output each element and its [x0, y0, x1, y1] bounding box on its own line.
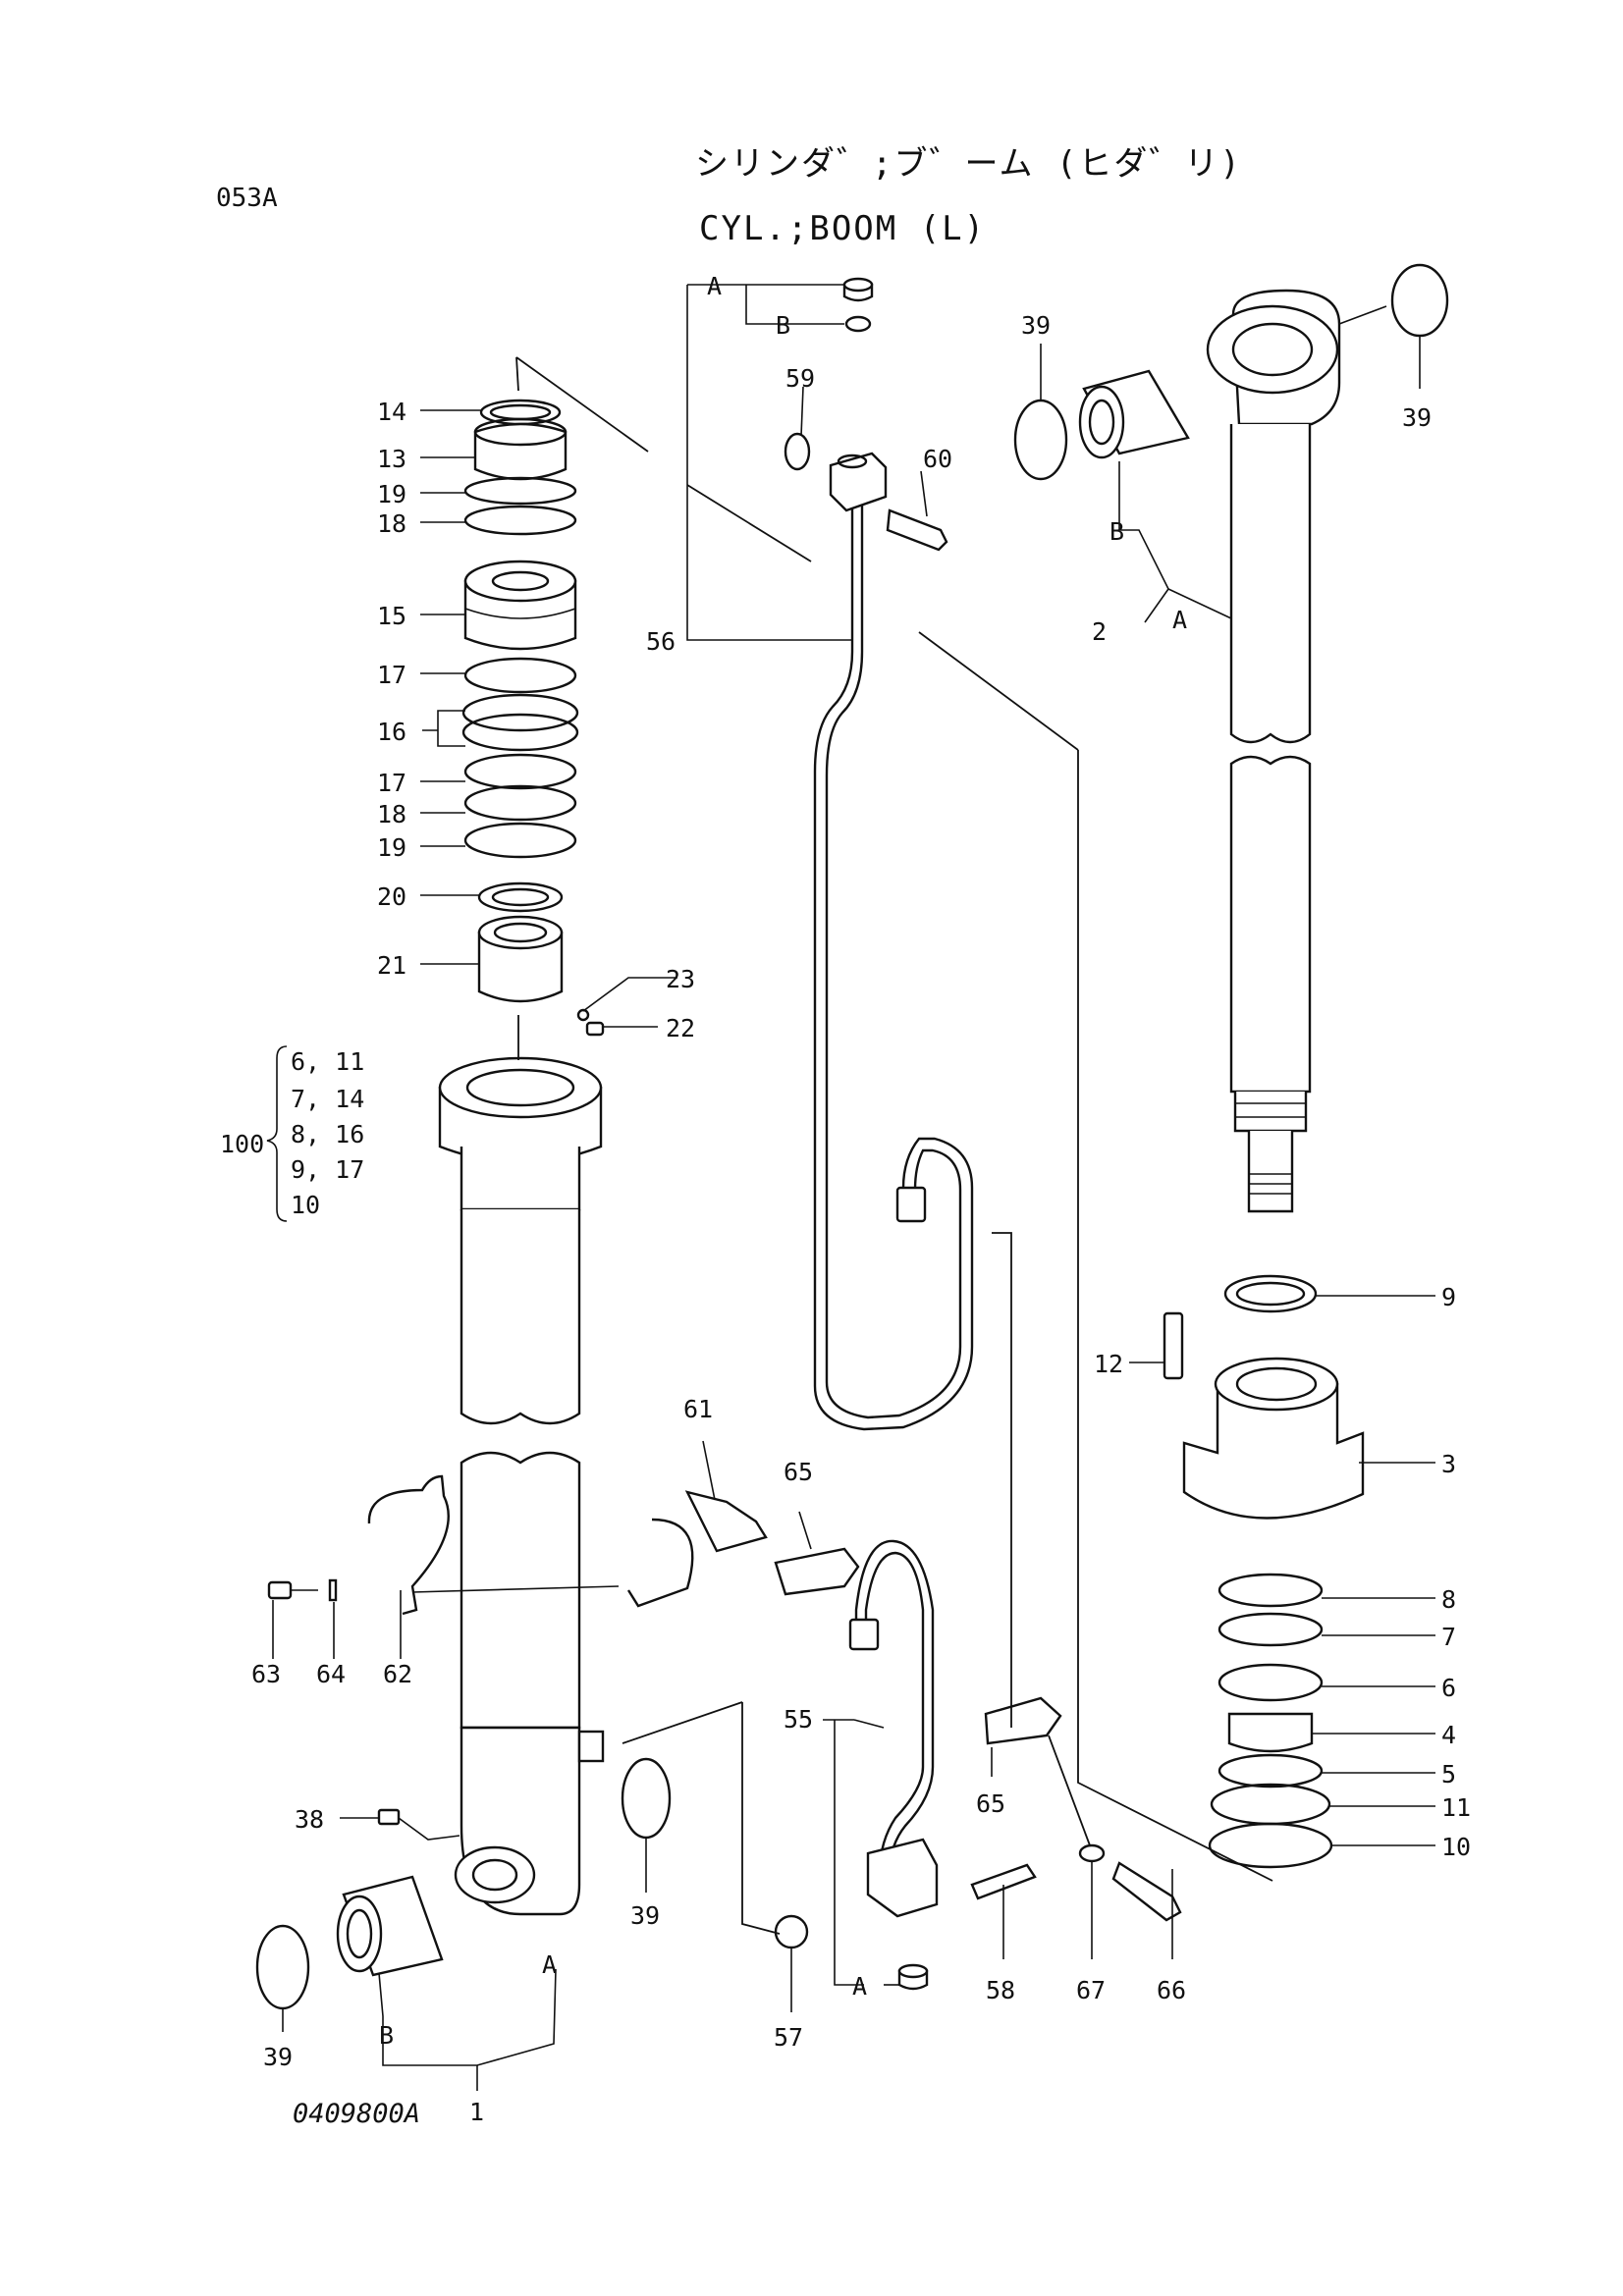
callout-62: 62	[383, 1660, 412, 1688]
callout-64: 64	[316, 1660, 346, 1688]
callout-15: 15	[377, 602, 406, 630]
callout-labels: 14 13 19 18 15 17 16 17 18 19 20 21 23 2…	[220, 272, 1471, 2126]
callout-16: 16	[377, 718, 406, 746]
callout-A: A	[852, 1972, 867, 2001]
callout-60: 60	[923, 445, 952, 473]
callout-13: 13	[377, 445, 406, 473]
callout-18: 18	[377, 800, 406, 828]
cylinder-tube	[255, 1056, 672, 2010]
callout-14: 14	[377, 398, 406, 426]
set-100-row: 10	[291, 1191, 320, 1219]
callout-A: A	[542, 1950, 557, 1979]
callout-B: B	[776, 311, 790, 340]
callout-38: 38	[295, 1805, 324, 1834]
rod-head-parts	[1078, 1274, 1365, 1922]
set-100-row: 6, 11	[291, 1047, 364, 1076]
callout-63: 63	[251, 1660, 281, 1688]
callout-65: 65	[976, 1789, 1005, 1818]
callout-11: 11	[1441, 1793, 1471, 1822]
title-japanese: シリンダ゛;ブ゛ーム (ヒダ゛リ)	[695, 144, 1242, 184]
callout-1: 1	[469, 2098, 484, 2126]
seal-stack	[461, 399, 605, 1037]
callout-39: 39	[630, 1901, 660, 1930]
callout-65: 65	[784, 1458, 813, 1486]
callout-3: 3	[1441, 1450, 1456, 1478]
set-100-number: 100	[220, 1130, 264, 1158]
callout-12: 12	[1094, 1350, 1123, 1378]
callout-B: B	[1109, 517, 1124, 546]
callout-66: 66	[1157, 1976, 1186, 2004]
callout-5: 5	[1441, 1760, 1456, 1789]
callout-39: 39	[1021, 311, 1051, 340]
callout-10: 10	[1441, 1833, 1471, 1861]
callout-8: 8	[1441, 1585, 1456, 1614]
piston-rod	[1013, 263, 1449, 1213]
callout-2: 2	[1092, 617, 1107, 646]
callout-20: 20	[377, 882, 406, 911]
callout-59: 59	[785, 364, 815, 393]
callout-19: 19	[377, 833, 406, 862]
assembly-guides	[515, 356, 1273, 1935]
callout-67: 67	[1076, 1976, 1106, 2004]
callout-58: 58	[986, 1976, 1015, 2004]
callout-21: 21	[377, 951, 406, 980]
callout-18: 18	[377, 509, 406, 538]
callout-7: 7	[1441, 1623, 1456, 1651]
callout-39: 39	[263, 2043, 293, 2071]
callout-9: 9	[1441, 1283, 1456, 1311]
pipe-clamps	[267, 1474, 1062, 1745]
callout-B: B	[379, 2021, 394, 2050]
callout-17: 17	[377, 769, 406, 797]
callout-A: A	[707, 272, 722, 300]
pipe-55	[774, 1539, 1037, 1991]
callout-39: 39	[1402, 403, 1432, 432]
callout-17: 17	[377, 661, 406, 689]
leader-lines	[266, 284, 1435, 2091]
drawing-number: 0409800A	[293, 2099, 420, 2129]
callout-55: 55	[784, 1705, 813, 1734]
callout-19: 19	[377, 480, 406, 508]
callout-57: 57	[774, 2023, 803, 2052]
callout-61: 61	[683, 1395, 713, 1423]
callout-6: 6	[1441, 1674, 1456, 1702]
callout-A: A	[1172, 606, 1187, 634]
drawing-code: 053A	[216, 184, 278, 213]
callout-22: 22	[666, 1014, 695, 1042]
title-english: CYL.;BOOM (L)	[699, 209, 986, 248]
callout-56: 56	[646, 627, 676, 656]
set-100-row: 9, 17	[291, 1155, 364, 1184]
set-100-row: 8, 16	[291, 1120, 364, 1148]
set-100-row: 7, 14	[291, 1085, 364, 1113]
callout-4: 4	[1441, 1721, 1456, 1749]
callout-23: 23	[666, 965, 695, 993]
